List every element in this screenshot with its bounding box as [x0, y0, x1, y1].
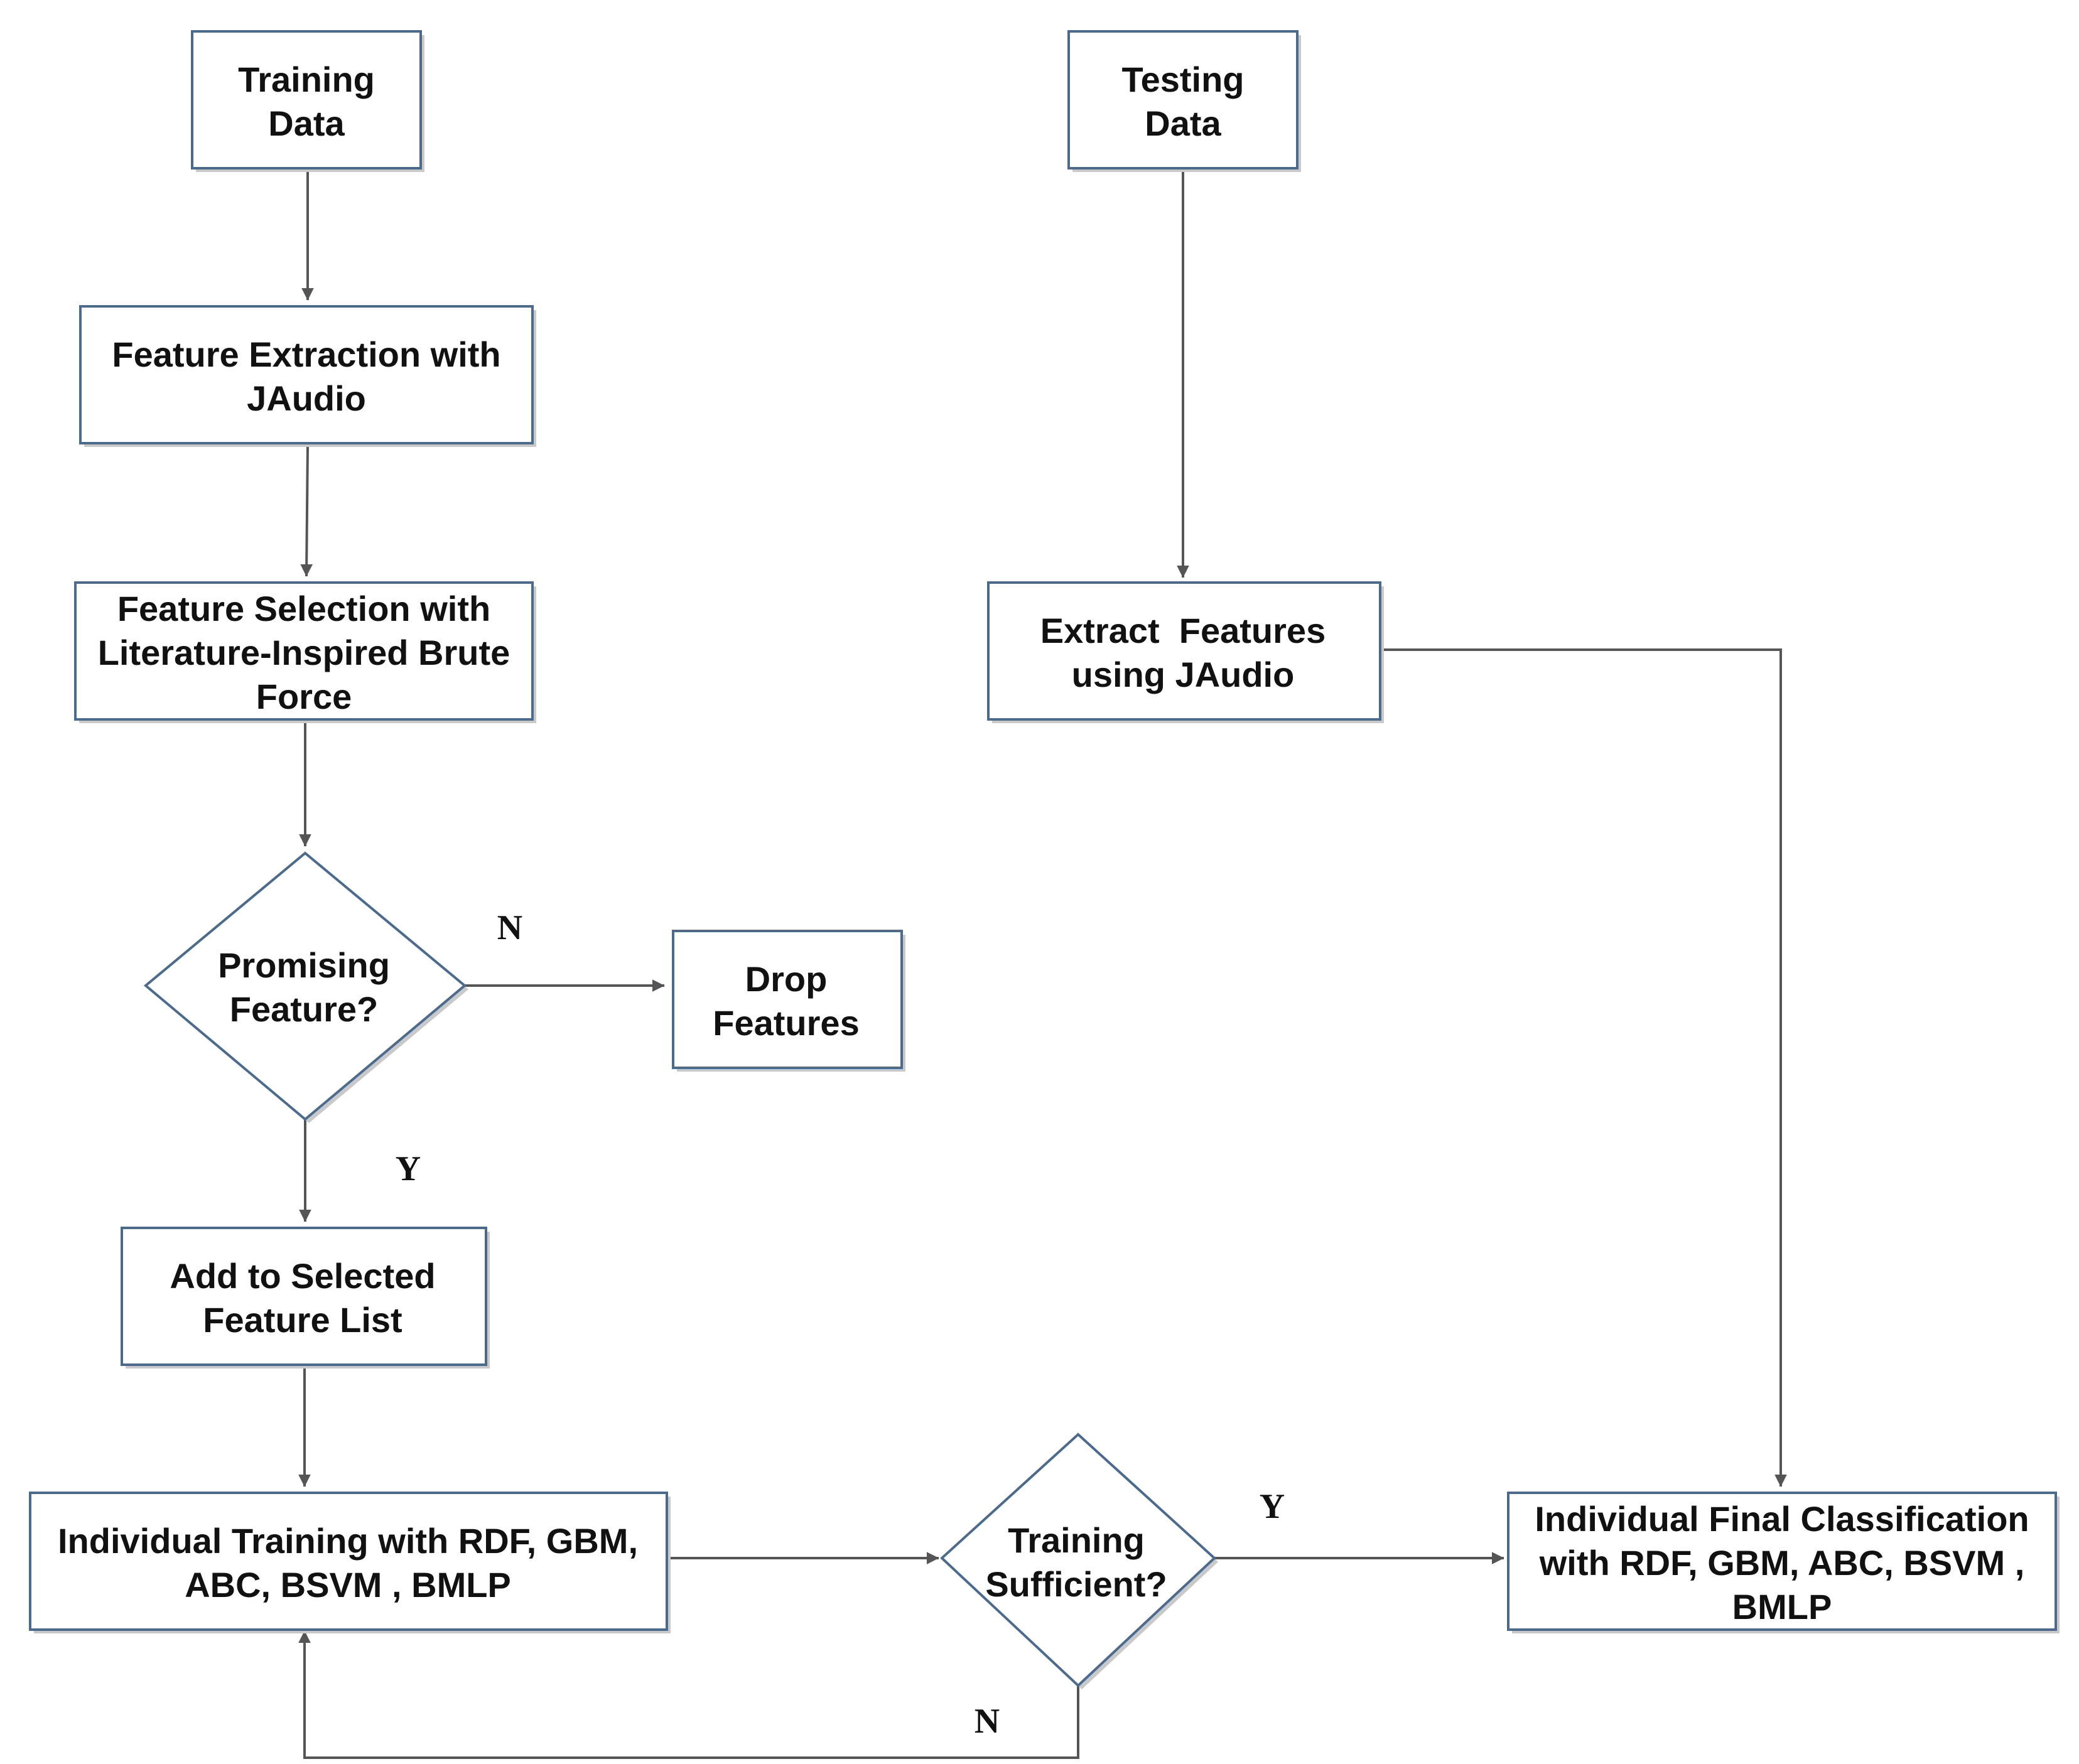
arrow-extraction-to-selection [300, 445, 313, 577]
edge-label-sufficient-no: N [975, 1702, 1000, 1741]
node-text-line: Promising [218, 945, 390, 985]
node-text-line: Feature? [230, 989, 379, 1029]
node-text-line: Training [1008, 1520, 1145, 1560]
node-text-line: with RDF, GBM, ABC, BSVM , [1539, 1543, 2025, 1583]
arrow-extract-to-final [1380, 648, 1787, 1487]
node-text-line: Force [256, 677, 352, 716]
node-text-line: Feature Extraction with [112, 335, 500, 374]
node-text-line: Sufficient? [985, 1564, 1167, 1604]
node-individual-training: Individual Training with RDF, GBM,ABC, B… [29, 1492, 671, 1633]
node-text-extract-features: Extract Features using JAudio [1040, 611, 1326, 694]
node-text-line: Training [238, 60, 375, 99]
node-text-line: ABC, BSVM , BMLP [185, 1565, 511, 1605]
node-text-line: Individual Final Classification [1535, 1499, 2029, 1539]
node-text-line: Feature List [203, 1300, 402, 1340]
node-text-line: JAudio [247, 379, 366, 418]
node-text-line: Literature-Inspired Brute [98, 633, 510, 672]
node-text-individual-training: Individual Training with RDF, GBM,ABC, B… [58, 1521, 638, 1605]
arrow-sufficient-loop-back [298, 1630, 1079, 1759]
connectors [298, 169, 1787, 1759]
node-text-line: Testing [1122, 60, 1245, 99]
edge-label-promising-no: N [497, 908, 522, 947]
node-text-line: using JAudio [1072, 655, 1295, 694]
node-text-line: Drop [745, 959, 828, 999]
node-text-line: Extract Features [1040, 611, 1326, 650]
edge-label-promising-yes: Y [396, 1149, 421, 1188]
node-text-line: Add to Selected [170, 1256, 435, 1296]
node-extract-features: Extract Features using JAudio [987, 581, 1384, 723]
edge-label-sufficient-yes: Y [1260, 1487, 1285, 1526]
node-text-line: Data [1145, 104, 1221, 143]
node-text-line: BMLP [1732, 1587, 1832, 1627]
node-text-line: Data [268, 104, 345, 143]
node-text-line: Features [713, 1003, 859, 1043]
node-text-line: Individual Training with RDF, GBM, [58, 1521, 638, 1561]
node-text-line: Feature Selection with [117, 589, 490, 628]
